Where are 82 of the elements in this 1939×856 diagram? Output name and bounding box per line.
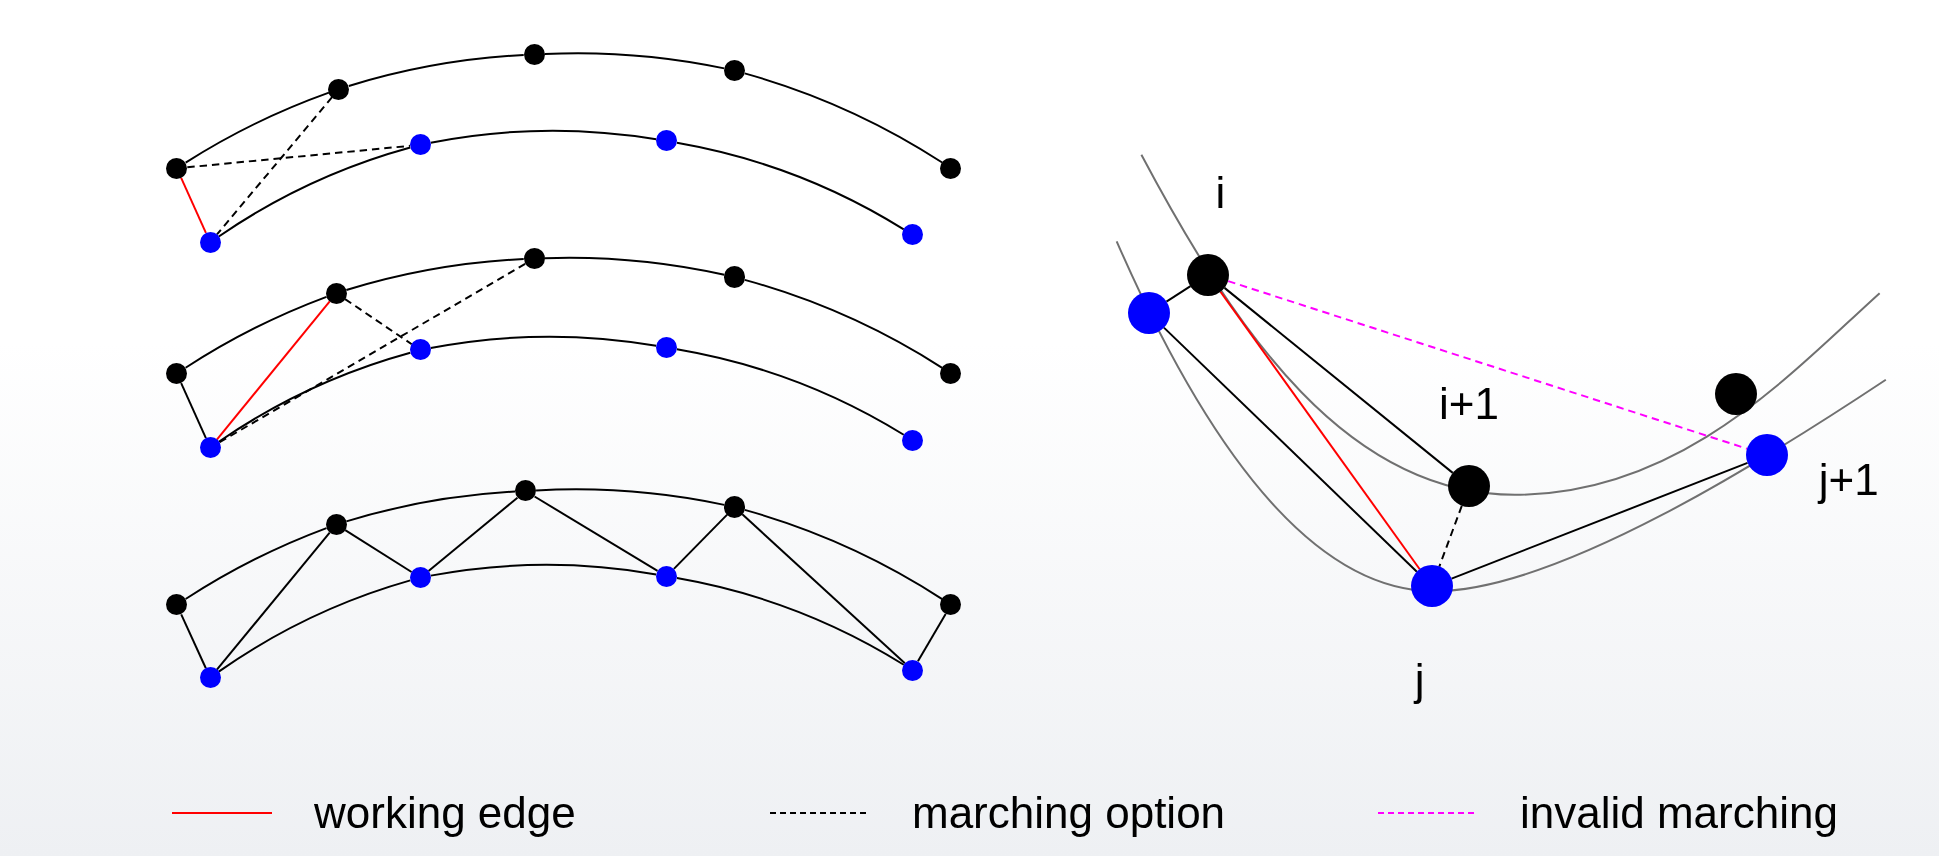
- edge-line: [1223, 286, 1454, 474]
- edge-line: [180, 382, 207, 440]
- dashed-edge: [186, 144, 411, 169]
- point-marker: [1187, 253, 1230, 296]
- edge-line: [180, 176, 207, 234]
- point-marker: [523, 43, 545, 65]
- arc-edge: [543, 257, 726, 276]
- point-marker: [325, 282, 347, 304]
- point-marker: [902, 659, 924, 681]
- dashed-edge: [218, 262, 527, 444]
- point-marker: [724, 59, 746, 81]
- legend-text: marching option: [912, 788, 1226, 838]
- point-marker: [1127, 291, 1170, 334]
- point-marker: [199, 231, 221, 253]
- edge-line: [1219, 290, 1421, 571]
- arc-edge: [429, 563, 658, 577]
- point-marker: [724, 266, 746, 288]
- point-marker: [656, 336, 678, 358]
- edge-line: [215, 531, 331, 671]
- point-marker: [724, 496, 746, 518]
- edge-line: [741, 513, 906, 665]
- arc-edge: [743, 278, 944, 369]
- point-label: i: [1215, 170, 1226, 215]
- point-marker: [1715, 373, 1758, 416]
- dashed-edge: [216, 96, 334, 236]
- arc-edge: [217, 579, 412, 673]
- point-marker: [523, 247, 545, 269]
- edge-line: [916, 612, 947, 663]
- point-marker: [166, 594, 188, 616]
- edge-line: [1165, 285, 1192, 303]
- arc-edge: [184, 295, 328, 369]
- point-marker: [656, 565, 678, 587]
- edge-line: [1162, 326, 1418, 573]
- point-marker: [1746, 434, 1789, 477]
- arc-edge: [184, 527, 328, 601]
- point-marker: [409, 567, 431, 588]
- dashed-edge: [344, 298, 413, 346]
- legend-text: invalid marching: [1520, 788, 1838, 838]
- point-marker: [902, 224, 924, 246]
- edge-line: [672, 513, 729, 570]
- edge-line: [180, 613, 207, 670]
- point-marker: [166, 362, 188, 384]
- arc-edge: [675, 348, 905, 436]
- arc-edge: [217, 351, 412, 443]
- dashed-edge: [1438, 504, 1463, 568]
- arc-edge: [429, 129, 658, 144]
- point-marker: [902, 429, 924, 451]
- point-marker: [656, 130, 678, 152]
- point-label: i+1: [1439, 382, 1500, 427]
- edge-line: [533, 495, 659, 572]
- arc-edge: [347, 54, 525, 87]
- edge-line: [1450, 461, 1749, 580]
- point-marker: [1448, 464, 1491, 507]
- point-marker: [166, 157, 188, 179]
- point-marker: [515, 480, 537, 502]
- arc-edge: [217, 146, 412, 238]
- arc-edge: [675, 141, 905, 231]
- point-marker: [199, 667, 221, 689]
- arc-edge: [345, 258, 525, 291]
- arc-edge: [184, 91, 330, 164]
- point-marker: [199, 437, 221, 459]
- point-marker: [1410, 565, 1453, 608]
- point-label: j+1: [1818, 457, 1879, 502]
- point-marker: [409, 339, 431, 361]
- point-marker: [409, 134, 431, 156]
- arc-edge: [535, 488, 726, 506]
- point-marker: [325, 513, 347, 535]
- point-marker: [328, 78, 350, 100]
- point-label: j: [1414, 658, 1425, 703]
- edge-line: [427, 496, 519, 572]
- arc-edge: [543, 52, 726, 70]
- arc-edge: [743, 508, 944, 601]
- arc-edge: [675, 577, 905, 666]
- edge-line: [215, 300, 331, 441]
- point-marker: [940, 362, 962, 384]
- point-marker: [940, 157, 962, 179]
- arc-edge: [743, 72, 944, 164]
- point-marker: [940, 594, 962, 616]
- legend-text: working edge: [314, 788, 576, 838]
- edge-line: [344, 529, 413, 573]
- arc-edge: [429, 335, 658, 349]
- arc-edge: [345, 490, 517, 523]
